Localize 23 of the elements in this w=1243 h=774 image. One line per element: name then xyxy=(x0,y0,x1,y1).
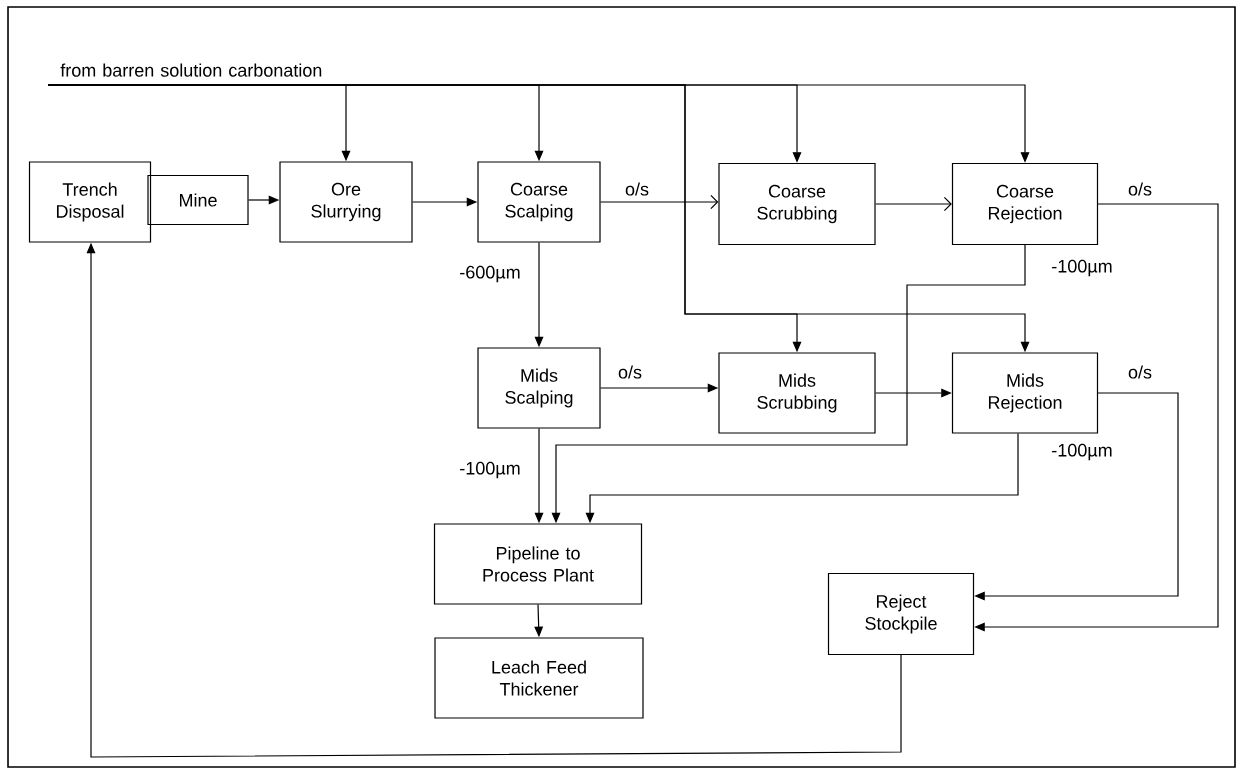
edge-label: o/s xyxy=(623,180,651,198)
process-box: Coarse Rejection xyxy=(951,162,1099,246)
edge-label: -100µm xyxy=(1049,441,1115,463)
edge-label: o/s xyxy=(1126,363,1154,381)
process-box: Trench Disposal xyxy=(28,161,152,243)
edge-label: -600µm xyxy=(457,263,523,285)
process-box: Reject Stockpile xyxy=(827,572,975,656)
edge-label: -100µm xyxy=(1049,257,1115,279)
process-box: Mids Scrubbing xyxy=(718,352,876,434)
edge-label: o/s xyxy=(1126,180,1154,198)
process-box: Mids Scalping xyxy=(477,347,601,429)
process-box: Ore Slurrying xyxy=(279,161,413,243)
source-text: from barren solution carbonation xyxy=(60,63,322,77)
process-box: Coarse Scrubbing xyxy=(718,162,876,246)
process-box: Mids Rejection xyxy=(951,352,1099,434)
process-box: Leach Feed Thickener xyxy=(434,637,644,719)
edge-label: -100µm xyxy=(457,459,523,481)
process-box: Pipeline to Process Plant xyxy=(433,523,643,605)
arrow xyxy=(875,196,952,212)
arrow xyxy=(600,194,719,210)
edge-label: o/s xyxy=(616,363,644,381)
process-box: Mine xyxy=(147,174,249,226)
process-box: Coarse Scalping xyxy=(477,161,601,243)
